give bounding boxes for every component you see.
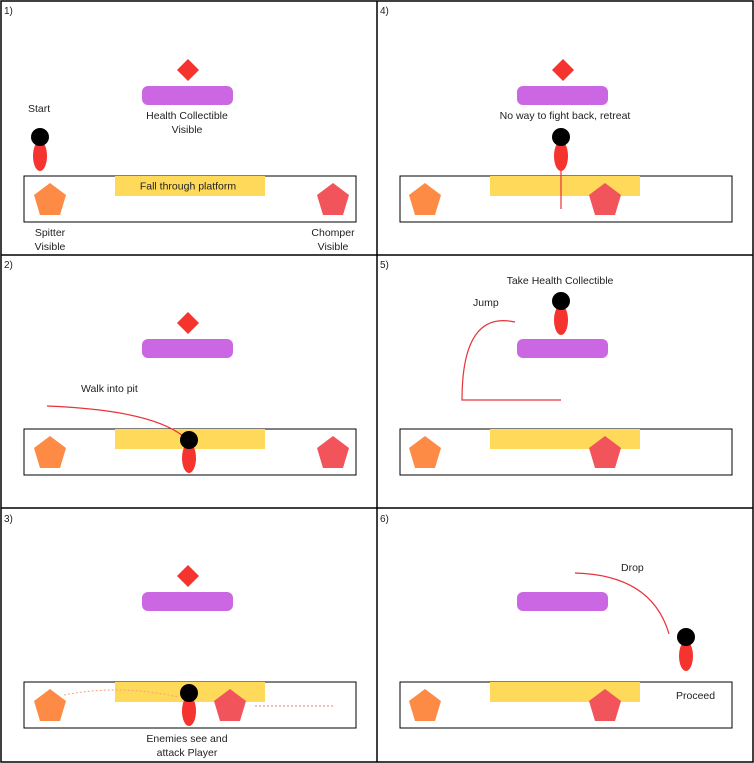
floating-platform [517,339,608,358]
walk-path [46,405,184,437]
panel-number: 5) [380,260,389,271]
floating-platform [142,86,233,105]
chomper-label-line2: Visible [318,241,349,253]
chomper-enemy [317,183,349,215]
player-head [552,128,570,146]
player-head [180,684,198,702]
health-collectible [177,565,199,587]
chomper-enemy [214,689,246,721]
drop-path [574,572,670,635]
spitter-enemy [409,183,441,215]
spitter-enemy [34,183,66,215]
player-body [554,141,568,171]
player-head [180,431,198,449]
panel-6: 6) Drop Proceed [380,514,733,729]
spitter-enemy [34,436,66,468]
player [31,128,49,171]
player [552,292,570,335]
spitter-label-line1: Spitter [35,227,66,239]
panel-number: 6) [380,514,389,525]
health-label-line2: Visible [172,124,203,136]
player [180,431,198,473]
floating-platform [142,592,233,611]
panel-5: 5) Jump Take Health Collectible [380,260,733,476]
panel-number: 1) [4,6,13,17]
spitter-enemy [34,689,66,721]
chomper-enemy [589,689,621,721]
chomper-enemy [589,183,621,215]
panel-number: 4) [380,6,389,17]
start-label: Start [28,103,50,115]
enemies-label-line2: attack Player [157,747,218,759]
panel-number: 2) [4,260,13,271]
jump-path [461,320,561,401]
drop-label: Drop [621,562,644,574]
retreat-label: No way to fight back, retreat [500,110,631,122]
player-head [677,628,695,646]
jump-label: Jump [473,297,499,309]
player [552,128,570,171]
player-body [182,696,196,726]
player-body [33,141,47,171]
floating-platform [142,339,233,358]
player-body [182,443,196,473]
spit-projectile-path [63,689,179,698]
panel-number: 3) [4,514,13,525]
chomper-enemy [317,436,349,468]
panel-4: 4) No way to fight back, retreat [380,6,733,223]
fall-through-platform [115,176,265,196]
panel-3: 3) Enemies see and attack Player [4,514,357,759]
player-head [31,128,49,146]
player-body [554,305,568,335]
player-head [552,292,570,310]
chomper-enemy [589,436,621,468]
health-label-line1: Health Collectible [146,110,228,122]
take-health-label: Take Health Collectible [507,275,614,287]
walk-label: Walk into pit [81,383,138,395]
enemies-label-line1: Enemies see and [146,733,227,745]
chomper-label-line1: Chomper [311,227,355,239]
floating-platform [517,592,608,611]
floating-platform [517,86,608,105]
player-body [679,641,693,671]
spitter-label-line2: Visible [35,241,66,253]
player [180,684,198,726]
player [677,628,695,671]
health-collectible [177,312,199,334]
spitter-enemy [409,689,441,721]
spitter-enemy [409,436,441,468]
panel-1: 1) Fall through platform Health Collecti… [4,6,357,253]
proceed-label: Proceed [676,690,715,702]
health-collectible [552,59,574,81]
health-collectible [177,59,199,81]
fall-through-label: Fall through platform [140,181,237,193]
panel-2: 2) Walk into pit [4,260,357,476]
